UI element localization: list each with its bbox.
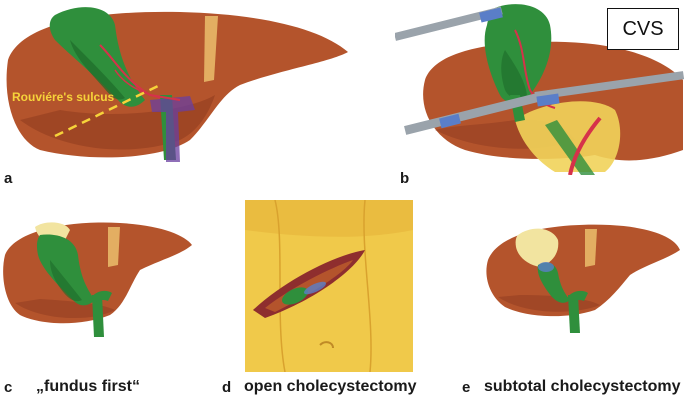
panel-e-illustration [480, 215, 685, 340]
panel-d-caption: open cholecystectomy [244, 378, 417, 395]
gallbladder-remnant [537, 262, 570, 303]
gallbladder-shade [70, 40, 125, 100]
umbilicus [319, 341, 334, 349]
panel-a-letter: a [4, 170, 13, 187]
panel-b-illustration [395, 0, 685, 175]
gallbladder-remnant-pale [515, 228, 559, 267]
panel-e-letter: e [462, 379, 471, 396]
panel-c-caption: „fundus first“ [36, 378, 140, 395]
gallbladder [484, 4, 552, 103]
panel-b-letter: b [400, 170, 410, 187]
liver-drawing-e [486, 224, 680, 333]
liver-shade [15, 299, 115, 319]
gallbladder-shade [50, 260, 82, 302]
cystic-artery-branch [114, 69, 161, 99]
common-bile-duct [568, 295, 580, 333]
ligament [108, 227, 120, 267]
liver-drawing-a [6, 7, 349, 162]
common-bile-duct [92, 295, 104, 337]
gallbladder [36, 234, 95, 306]
panel-e-caption: subtotal cholecystectomy [484, 378, 681, 395]
abdominal-wall-shading [245, 200, 413, 237]
skin-line-right [363, 200, 372, 372]
liver-drawing-b [395, 4, 685, 175]
hepatic-duct-branch [92, 290, 112, 303]
ligament [585, 229, 597, 267]
cvs-badge: CVS [607, 8, 679, 50]
hepatic-duct-branch [568, 290, 588, 303]
rouviere-sulcus-line [54, 83, 161, 138]
hepatic-artery [568, 116, 602, 175]
gallbladder-shade [501, 50, 527, 99]
panel-a-illustration [0, 0, 350, 170]
skin-line-left [274, 200, 286, 372]
panel-d-letter: d [222, 379, 232, 396]
retractor [303, 281, 327, 295]
abdomen-drawing-d [245, 200, 413, 372]
gallbladder [49, 7, 145, 107]
panel-d-illustration [245, 200, 413, 372]
upper-instrument [395, 6, 503, 41]
bile-duct-green [545, 120, 595, 175]
lower-instrument [404, 89, 552, 135]
panel-c-letter: c [4, 379, 13, 396]
liver-drawing-c [3, 222, 192, 337]
right-instrument [534, 71, 685, 107]
portal-vein [150, 96, 195, 162]
gallbladder-exposed [281, 287, 309, 305]
remnant-edge [538, 262, 554, 272]
rouviere-sulcus-label: Rouviére's sulcus [12, 90, 115, 104]
ligament [204, 16, 218, 82]
panel-c-illustration [0, 215, 195, 340]
